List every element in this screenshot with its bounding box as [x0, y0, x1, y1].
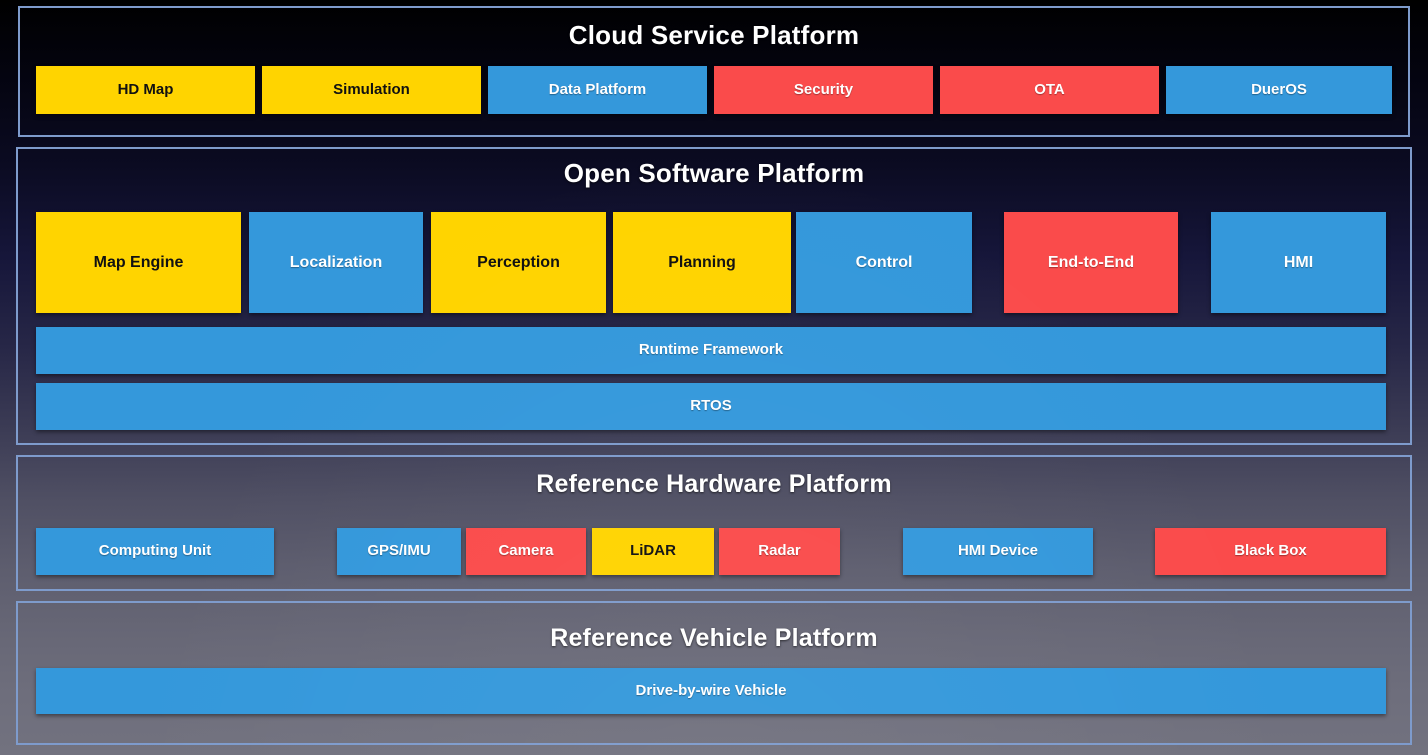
panel-title-cloud-service-platform: Cloud Service Platform — [568, 20, 860, 50]
box-security[interactable]: Security — [714, 66, 933, 114]
box-map-engine[interactable]: Map Engine — [36, 212, 241, 313]
box-drive-by-wire-vehicle[interactable]: Drive-by-wire Vehicle — [36, 668, 1386, 714]
panel-title-reference-hardware-platform: Reference Hardware Platform — [536, 470, 892, 498]
box-ota[interactable]: OTA — [940, 66, 1159, 114]
box-control[interactable]: Control — [796, 212, 972, 313]
panel-reference-hardware-platform — [16, 455, 1412, 591]
box-hmi[interactable]: HMI — [1211, 212, 1386, 313]
box-planning[interactable]: Planning — [613, 212, 791, 313]
box-perception[interactable]: Perception — [431, 212, 606, 313]
box-black-box[interactable]: Black Box — [1155, 528, 1386, 575]
panel-title-open-software-platform: Open Software Platform — [563, 158, 865, 188]
box-camera[interactable]: Camera — [466, 528, 586, 575]
panel-cloud-service-platform — [18, 6, 1410, 137]
box-hd-map[interactable]: HD Map — [36, 66, 255, 114]
box-dueros[interactable]: DuerOS — [1166, 66, 1392, 114]
box-computing-unit[interactable]: Computing Unit — [36, 528, 274, 575]
box-localization[interactable]: Localization — [249, 212, 423, 313]
box-gps-imu[interactable]: GPS/IMU — [337, 528, 461, 575]
panel-title-reference-vehicle-platform: Reference Vehicle Platform — [550, 624, 878, 652]
box-radar[interactable]: Radar — [719, 528, 840, 575]
bar-runtime-framework[interactable]: Runtime Framework — [36, 327, 1386, 374]
box-hmi-device[interactable]: HMI Device — [903, 528, 1093, 575]
box-lidar[interactable]: LiDAR — [592, 528, 714, 575]
panel-reference-vehicle-platform — [16, 601, 1412, 745]
box-end-to-end[interactable]: End-to-End — [1004, 212, 1178, 313]
box-data-platform[interactable]: Data Platform — [488, 66, 707, 114]
bar-rtos[interactable]: RTOS — [36, 383, 1386, 430]
box-simulation[interactable]: Simulation — [262, 66, 481, 114]
panel-open-software-platform — [16, 147, 1412, 445]
